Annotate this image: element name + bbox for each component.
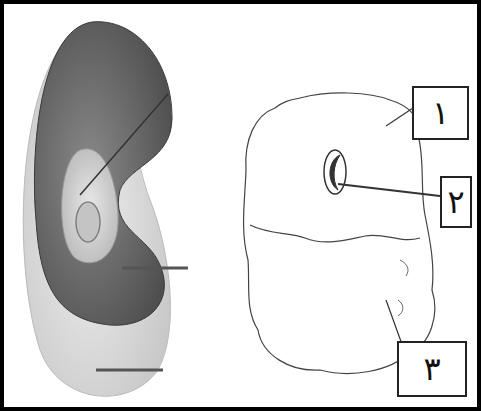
dividing-line: [250, 225, 420, 242]
leader-line: [80, 94, 168, 195]
callout-box: ٣: [397, 341, 467, 397]
leader-line: [122, 267, 188, 270]
callout-number: ١: [432, 97, 449, 129]
seed-outline: [244, 93, 435, 374]
leader-line: [96, 369, 163, 372]
inner-cavity: [62, 149, 119, 263]
embryo-outline: [324, 150, 346, 194]
surface-mark: [398, 300, 403, 316]
callout-box: ١: [412, 86, 469, 140]
leader-line: [386, 108, 413, 126]
callout-number: ٣: [423, 353, 440, 385]
surface-mark: [400, 260, 408, 276]
leader-line: [338, 184, 440, 196]
callout-number: ٢: [447, 186, 464, 218]
callout-box: ٢: [440, 176, 472, 228]
inner-cell: [76, 202, 100, 242]
dark-layer: [34, 22, 172, 325]
